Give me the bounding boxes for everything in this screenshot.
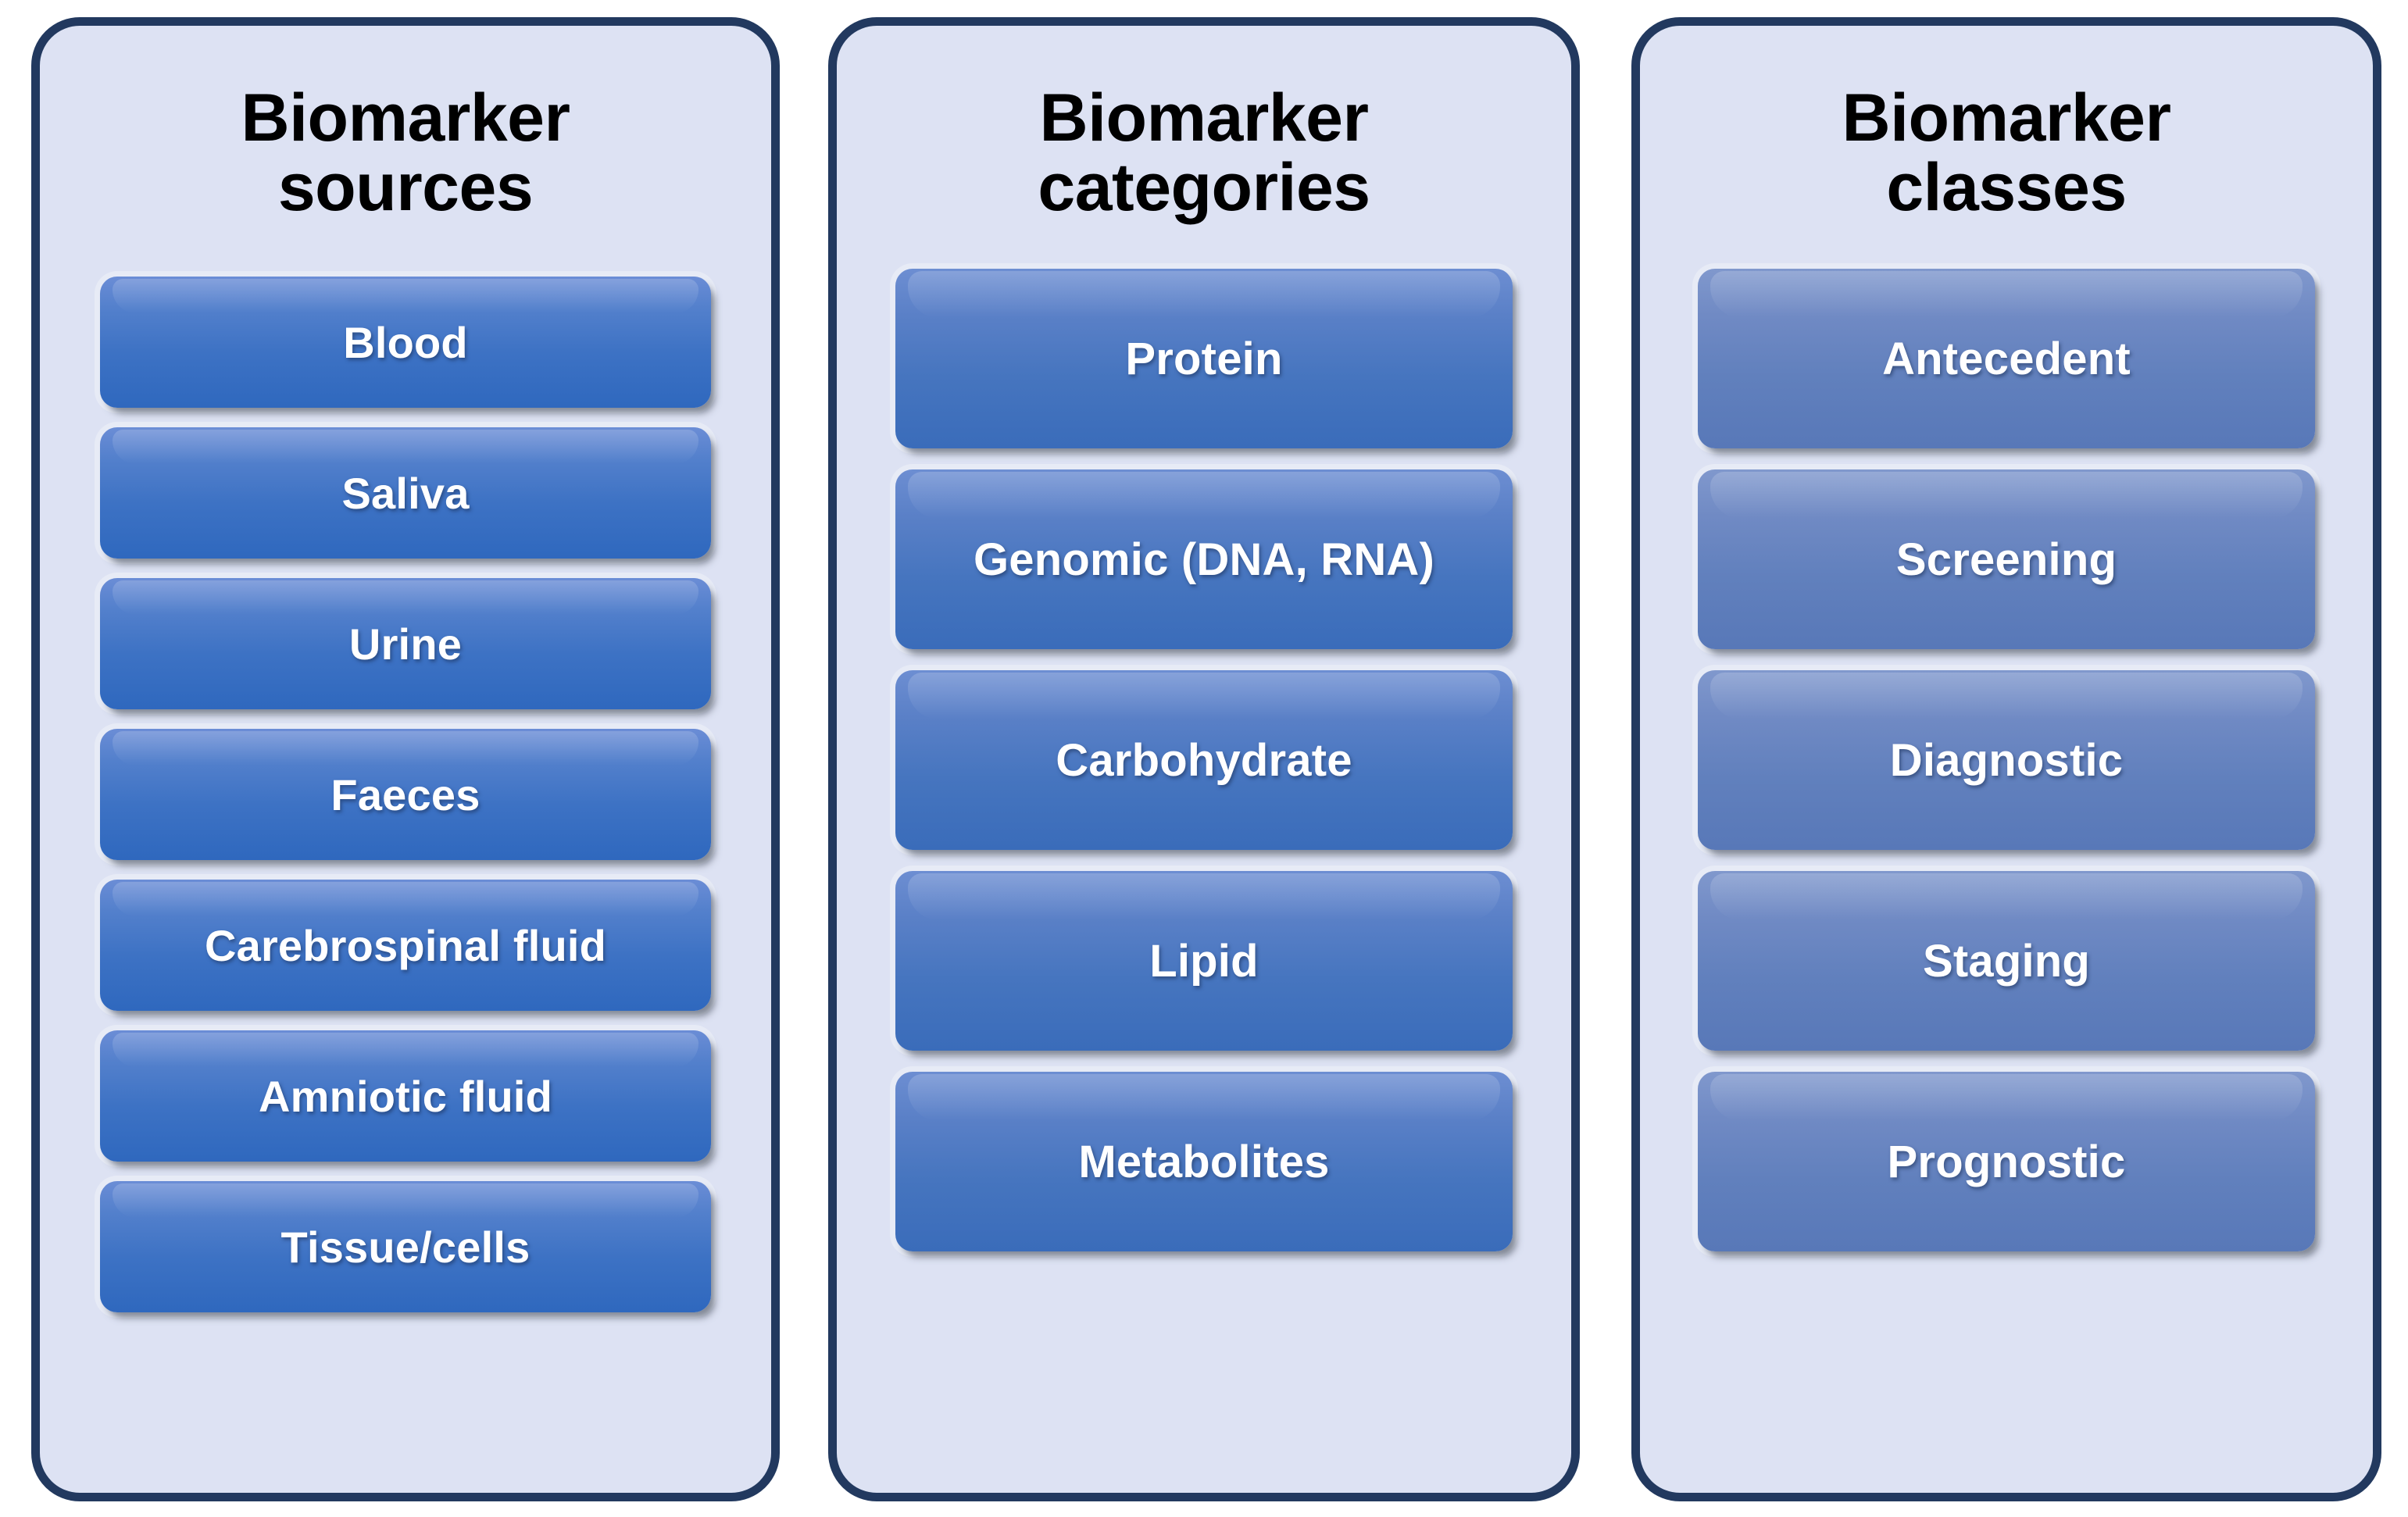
pill-tissue-cells[interactable]: Tissue/cells — [100, 1181, 711, 1313]
pill-label: Faeces — [330, 769, 481, 819]
pill-list-biomarker-categories: Protein Genomic (DNA, RNA) Carbohydrate … — [837, 269, 1571, 1493]
pill-amniotic-fluid[interactable]: Amniotic fluid — [100, 1030, 711, 1162]
pill-prognostic[interactable]: Prognostic — [1698, 1072, 2315, 1252]
pill-label: Amniotic fluid — [258, 1071, 553, 1121]
pill-diagnostic[interactable]: Diagnostic — [1698, 670, 2315, 851]
pill-label: Lipid — [1149, 935, 1259, 987]
pill-list-biomarker-classes: Antecedent Screening Diagnostic Staging … — [1640, 269, 2373, 1493]
pill-urine[interactable]: Urine — [100, 578, 711, 710]
pill-label: Genomic (DNA, RNA) — [973, 534, 1435, 585]
pill-label: Tissue/cells — [280, 1222, 531, 1272]
pill-label: Saliva — [341, 468, 470, 518]
pill-label: Metabolites — [1078, 1136, 1330, 1187]
pill-carbohydrate[interactable]: Carbohydrate — [895, 670, 1513, 851]
pill-label: Antecedent — [1882, 333, 2131, 384]
pill-label: Screening — [1895, 534, 2117, 585]
pill-label: Diagnostic — [1889, 734, 2124, 786]
pill-label: Prognostic — [1887, 1136, 2126, 1187]
panel-biomarker-sources: Biomarker sources Blood Saliva Urine Fae… — [31, 17, 780, 1501]
pill-genomic-dna-rna[interactable]: Genomic (DNA, RNA) — [895, 469, 1513, 650]
pill-antecedent[interactable]: Antecedent — [1698, 269, 2315, 449]
pill-faeces[interactable]: Faeces — [100, 729, 711, 861]
panel-title-biomarker-categories: Biomarker categories — [1038, 80, 1370, 225]
pill-metabolites[interactable]: Metabolites — [895, 1072, 1513, 1252]
pill-screening[interactable]: Screening — [1698, 469, 2315, 650]
pill-lipid[interactable]: Lipid — [895, 871, 1513, 1051]
panel-title-biomarker-classes: Biomarker classes — [1842, 80, 2171, 225]
pill-protein[interactable]: Protein — [895, 269, 1513, 449]
panel-biomarker-classes: Biomarker classes Antecedent Screening D… — [1631, 17, 2381, 1501]
pill-label: Blood — [343, 317, 468, 367]
pill-label: Urine — [348, 619, 463, 669]
pill-label: Carbohydrate — [1056, 734, 1352, 786]
pill-blood[interactable]: Blood — [100, 277, 711, 409]
pill-saliva[interactable]: Saliva — [100, 427, 711, 559]
pill-label: Protein — [1125, 333, 1283, 384]
panel-biomarker-categories: Biomarker categories Protein Genomic (DN… — [828, 17, 1580, 1501]
pill-label: Staging — [1922, 935, 2091, 987]
pill-list-biomarker-sources: Blood Saliva Urine Faeces Carebrospinal … — [40, 277, 771, 1493]
pill-staging[interactable]: Staging — [1698, 871, 2315, 1051]
panel-title-biomarker-sources: Biomarker sources — [241, 80, 570, 225]
pill-carebrospinal-fluid[interactable]: Carebrospinal fluid — [100, 880, 711, 1012]
pill-label: Carebrospinal fluid — [204, 920, 607, 970]
